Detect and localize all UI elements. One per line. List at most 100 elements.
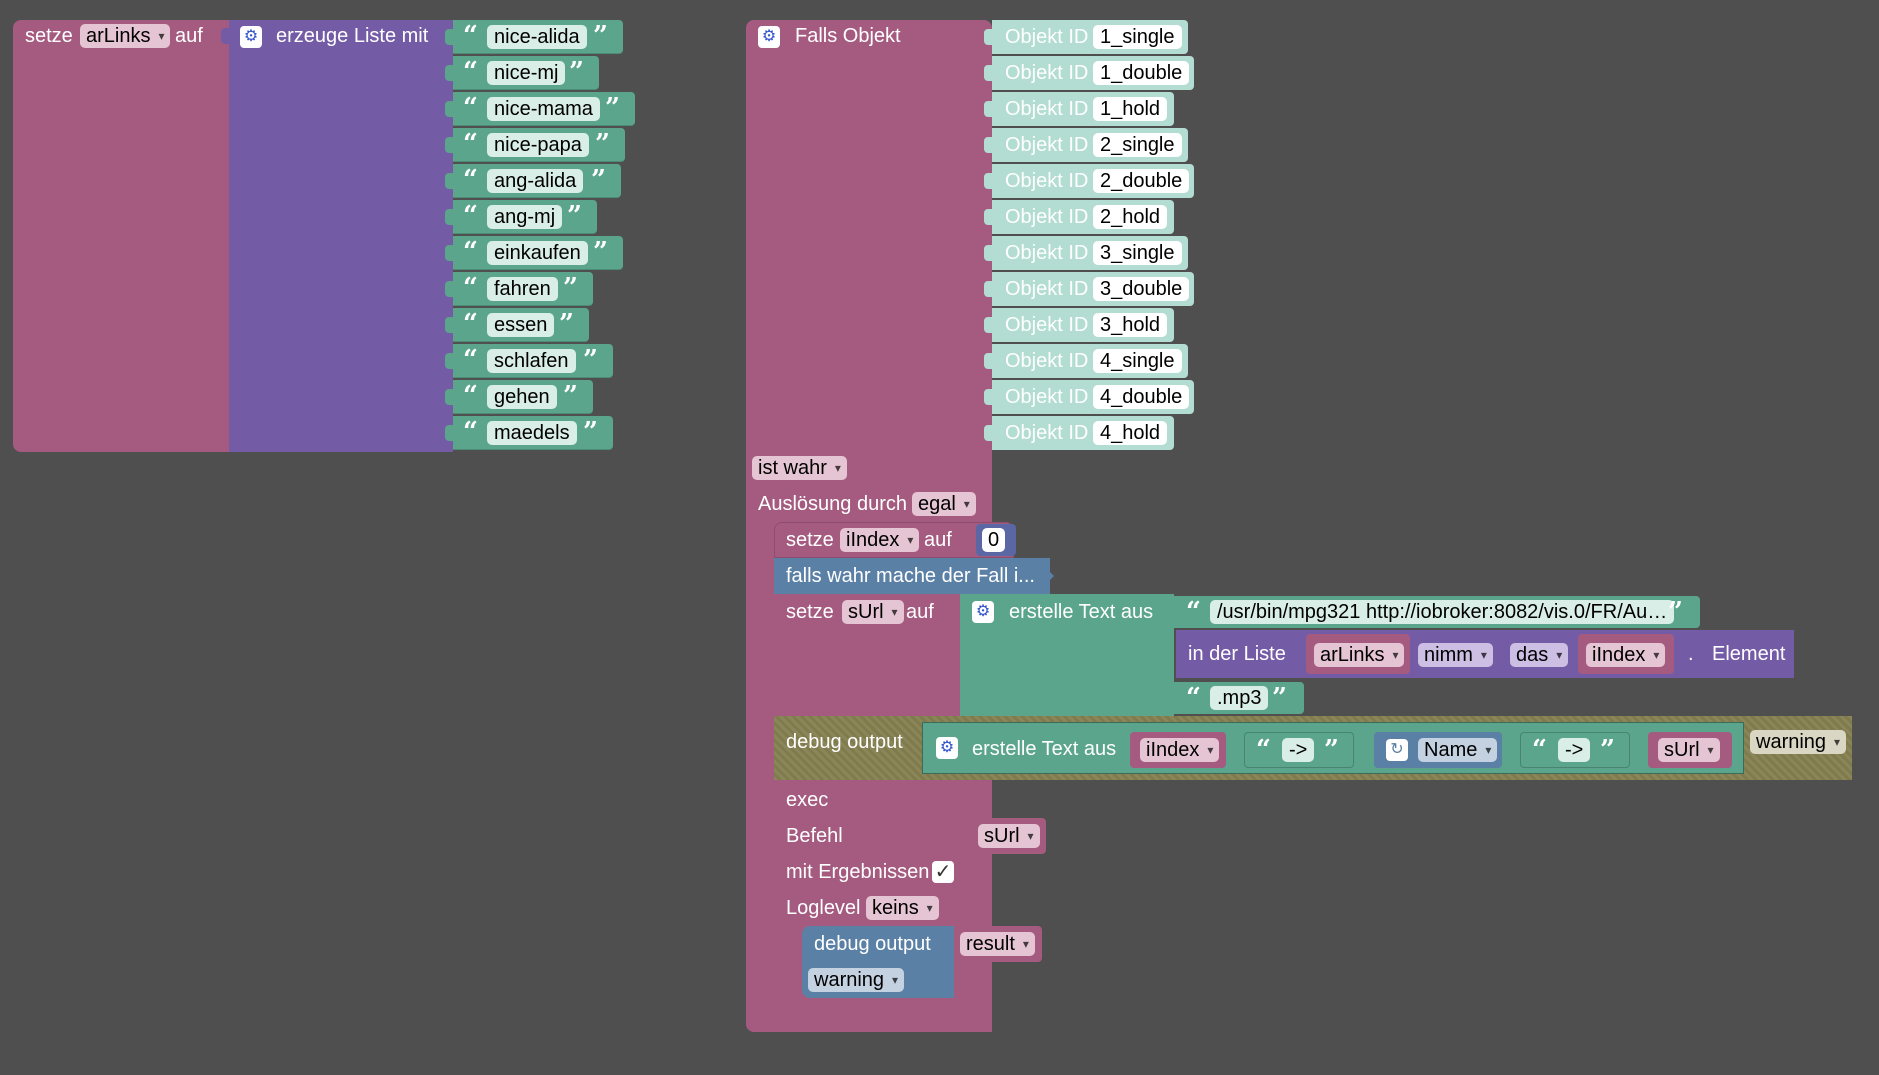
- text-field-list-item[interactable]: fahren: [487, 277, 558, 301]
- quote-close-icon: ”: [563, 273, 578, 303]
- create-text-label: erstelle Text aus: [972, 738, 1117, 760]
- nimm-dropdown[interactable]: nimm: [1418, 643, 1493, 667]
- loglevel-dropdown[interactable]: warning: [1750, 730, 1847, 754]
- ausloesung-dropdown[interactable]: egal: [912, 492, 976, 516]
- connector-nub: [445, 281, 453, 297]
- if-block-label: falls wahr mache der Fall i...: [786, 565, 1035, 587]
- quote-open-icon: “: [1186, 683, 1201, 713]
- ausloesung-label: Auslösung durch: [758, 493, 907, 515]
- object-id-field[interactable]: 1_double: [1093, 61, 1190, 85]
- connector-nub: [984, 209, 992, 225]
- gear-icon[interactable]: ⚙: [936, 737, 958, 759]
- object-id-label: Objekt ID: [1005, 26, 1089, 48]
- surl-getter-dropdown[interactable]: sUrl: [1658, 738, 1720, 762]
- das-dropdown[interactable]: das: [1510, 643, 1569, 667]
- text-field-command[interactable]: /usr/bin/mpg321 http://iobroker:8082/vis…: [1210, 600, 1675, 624]
- connector-nub: [984, 425, 992, 441]
- object-id-field[interactable]: 2_hold: [1093, 205, 1168, 229]
- loglevel-label: Loglevel: [786, 897, 861, 919]
- gear-icon[interactable]: ⚙: [758, 26, 780, 48]
- text-field-list-item[interactable]: nice-mj: [487, 61, 566, 85]
- number-field[interactable]: 0: [982, 528, 1006, 552]
- object-id-label: Objekt ID: [1005, 206, 1089, 228]
- quote-close-icon: ”: [1272, 683, 1287, 713]
- quote-open-icon: “: [463, 309, 478, 339]
- object-id-label: Objekt ID: [1005, 350, 1089, 372]
- text-field-list-item[interactable]: gehen: [487, 385, 557, 409]
- object-id-field[interactable]: 3_hold: [1093, 313, 1168, 337]
- dot-label: .: [1688, 643, 1694, 665]
- create-text-label: erstelle Text aus: [1009, 601, 1154, 623]
- debug-output-label: debug output: [786, 731, 903, 753]
- text-field-list-item[interactable]: nice-mama: [487, 97, 600, 121]
- iindex-variable-dropdown[interactable]: iIndex: [840, 528, 920, 552]
- arlinks-getter-dropdown[interactable]: arLinks: [1314, 643, 1405, 667]
- text-field-list-item[interactable]: nice-alida: [487, 25, 587, 49]
- object-id-field[interactable]: 1_hold: [1093, 97, 1168, 121]
- connector-nub: [984, 101, 992, 117]
- create-list-label: erzeuge Liste mit: [276, 25, 429, 47]
- refresh-icon[interactable]: ↻: [1386, 739, 1408, 761]
- trigger-title: Falls Objekt: [795, 25, 901, 47]
- object-id-label: Objekt ID: [1005, 98, 1089, 120]
- gear-icon[interactable]: ⚙: [972, 601, 994, 623]
- connector-nub: [984, 389, 992, 405]
- surl-variable-dropdown[interactable]: sUrl: [842, 600, 904, 624]
- result-getter-dropdown[interactable]: result: [960, 932, 1035, 956]
- gear-icon[interactable]: ⚙: [240, 26, 262, 48]
- object-id-field[interactable]: 4_double: [1093, 385, 1190, 409]
- name-dropdown[interactable]: Name: [1418, 738, 1498, 762]
- auf-label: auf: [924, 529, 952, 551]
- connector-nub: [445, 353, 453, 369]
- connector-nub: [445, 209, 453, 225]
- connector-nub: [445, 389, 453, 405]
- object-id-field[interactable]: 3_double: [1093, 277, 1190, 301]
- quote-close-icon: ”: [593, 21, 608, 51]
- quote-close-icon: ”: [1324, 735, 1339, 765]
- surl-getter-dropdown[interactable]: sUrl: [978, 824, 1040, 848]
- create-list-block[interactable]: [229, 20, 453, 452]
- object-id-label: Objekt ID: [1005, 386, 1089, 408]
- quote-open-icon: “: [463, 129, 478, 159]
- object-id-field[interactable]: 3_single: [1093, 241, 1182, 265]
- quote-open-icon: “: [463, 57, 478, 87]
- setze-label: setze: [786, 529, 834, 551]
- quote-close-icon: ”: [559, 309, 574, 339]
- text-field-list-item[interactable]: maedels: [487, 421, 577, 445]
- loglevel-dropdown[interactable]: warning: [808, 968, 905, 992]
- text-field-arrow[interactable]: ->: [1558, 738, 1591, 762]
- text-field-list-item[interactable]: einkaufen: [487, 241, 588, 265]
- quote-open-icon: “: [1186, 597, 1201, 627]
- object-id-field[interactable]: 2_double: [1093, 169, 1190, 193]
- object-id-field[interactable]: 1_single: [1093, 25, 1182, 49]
- quote-open-icon: “: [463, 201, 478, 231]
- connector-nub: [984, 245, 992, 261]
- arlinks-variable-dropdown[interactable]: arLinks: [80, 24, 171, 48]
- object-id-label: Objekt ID: [1005, 62, 1089, 84]
- quote-open-icon: “: [463, 273, 478, 303]
- text-field-list-item[interactable]: ang-alida: [487, 169, 584, 193]
- iindex-getter-dropdown[interactable]: iIndex: [1586, 643, 1666, 667]
- mit-ergebnissen-label: mit Ergebnissen: [786, 861, 930, 883]
- connector-nub: [984, 353, 992, 369]
- text-field-mp3[interactable]: .mp3: [1210, 686, 1269, 710]
- exec-label: exec: [786, 789, 829, 811]
- loglevel-dropdown[interactable]: keins: [866, 896, 939, 920]
- checkmark-checkbox[interactable]: ✓: [932, 861, 954, 883]
- set-arlinks-block[interactable]: [13, 20, 229, 452]
- text-field-list-item[interactable]: schlafen: [487, 349, 576, 373]
- connector-nub: [445, 101, 453, 117]
- object-id-field[interactable]: 4_hold: [1093, 421, 1168, 445]
- text-field-list-item[interactable]: essen: [487, 313, 555, 337]
- if-block[interactable]: [774, 558, 1050, 594]
- text-field-list-item[interactable]: ang-mj: [487, 205, 563, 229]
- quote-close-icon: ”: [605, 93, 620, 123]
- condition-dropdown[interactable]: ist wahr: [752, 456, 847, 480]
- quote-open-icon: “: [463, 381, 478, 411]
- object-id-field[interactable]: 2_single: [1093, 133, 1182, 157]
- text-field-list-item[interactable]: nice-papa: [487, 133, 589, 157]
- text-field-arrow[interactable]: ->: [1282, 738, 1315, 762]
- object-id-field[interactable]: 4_single: [1093, 349, 1182, 373]
- create-text-block[interactable]: [960, 594, 1174, 716]
- iindex-getter-dropdown[interactable]: iIndex: [1140, 738, 1220, 762]
